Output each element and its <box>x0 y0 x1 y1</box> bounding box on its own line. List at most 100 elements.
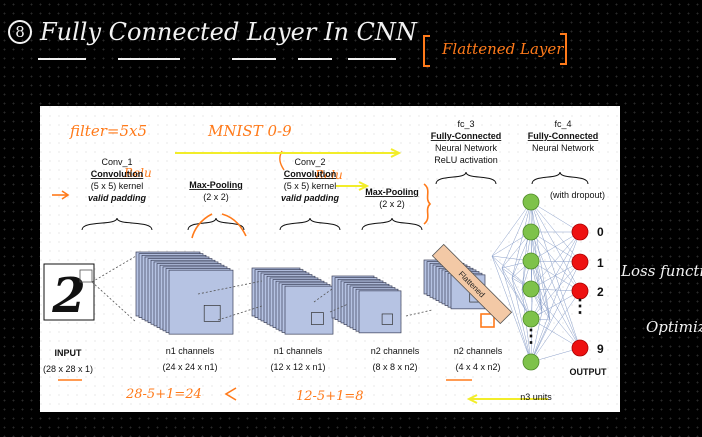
relu-note-1: Relu <box>123 166 152 180</box>
conv1-padding: valid padding <box>88 193 147 203</box>
hidden-node <box>522 353 540 371</box>
flattened-layer-note: Flattened Layer <box>420 30 570 72</box>
fc4-line1: Neural Network <box>532 143 595 153</box>
connection-line <box>197 280 263 295</box>
fc-edge <box>530 201 581 233</box>
fc-edge <box>530 290 581 320</box>
hidden-layer <box>522 193 540 371</box>
feature-map <box>358 290 402 334</box>
conv2-name: Conv_2 <box>294 157 325 167</box>
conv1-name: Conv_1 <box>101 157 132 167</box>
flattened-layer-text: Flattened Layer <box>442 40 564 58</box>
highlight-arrowhead <box>358 181 370 191</box>
output-label-0: 0 <box>597 225 604 239</box>
fc-edge <box>530 288 581 349</box>
fc3-line1: Neural Network <box>435 143 498 153</box>
output-node <box>571 223 589 241</box>
filter-size-note: filter=5x5 <box>69 122 147 140</box>
fc4-name: fc_4 <box>554 119 571 129</box>
receptive-field <box>79 269 93 283</box>
conv2-size-calc: 12-5+1=8 <box>296 389 364 404</box>
loss-function-note: Loss function <box>621 262 702 280</box>
output-label-1: 1 <box>597 256 604 270</box>
fc-edge <box>530 347 581 363</box>
brace <box>531 171 589 185</box>
fc-edge <box>491 255 532 290</box>
highlight-arrowhead <box>466 394 478 404</box>
title-text: Fully Connected Layer In CNN <box>40 18 417 46</box>
conv1-channels: n1 channels <box>166 346 215 356</box>
kernel-window <box>381 313 393 325</box>
kernel-window <box>203 305 221 322</box>
pool1-output-size: (12 x 12 x n1) <box>270 362 325 372</box>
pool2-size: (2 x 2) <box>379 199 405 209</box>
output-label-9: 9 <box>597 342 604 356</box>
fc3-line2: ReLU activation <box>434 155 498 165</box>
brace <box>279 217 341 231</box>
conv2-channels: n2 channels <box>371 346 420 356</box>
conv1-kernel: (5 x 5) kernel <box>91 181 144 191</box>
connection-line <box>91 255 137 283</box>
pool1-size: (2 x 2) <box>203 192 229 202</box>
pool-arrow <box>191 213 213 239</box>
optimizer-note: Optimizer <box>646 318 702 336</box>
conv2-kernel: (5 x 5) kernel <box>284 181 337 191</box>
brace <box>361 217 423 231</box>
hidden-node <box>522 223 540 241</box>
mnist-note: MNIST 0-9 <box>207 122 292 140</box>
fc3-name: fc_3 <box>457 119 474 129</box>
fc-edge <box>491 255 532 363</box>
fc-edge <box>530 231 581 320</box>
relu-note-2: Relu <box>314 168 343 182</box>
kernel-pointer-arrowhead <box>61 190 70 200</box>
conv1-size-calc: 28-5+1=24 <box>125 387 202 402</box>
output-title: OUTPUT <box>570 367 608 377</box>
fc-edge <box>530 311 543 363</box>
hidden-node <box>522 252 540 270</box>
pool1-feature-maps <box>251 267 334 335</box>
section-number: 8 <box>8 20 32 44</box>
cnn-diagram: filter=5x5 MNIST 0-9 Relu Relu Conv_1 Co… <box>40 106 620 412</box>
output-ellipsis: ⋮ <box>571 296 589 316</box>
output-node <box>571 339 589 357</box>
fc-edge <box>530 290 581 363</box>
input-digit: 2 <box>51 268 85 324</box>
orange-brace <box>423 183 432 225</box>
fc-edge <box>511 201 532 279</box>
title-underline <box>38 58 86 60</box>
hidden-ellipsis: ⋮ <box>522 326 540 346</box>
input-label: INPUT <box>55 348 83 358</box>
output-label-2: 2 <box>597 285 604 299</box>
pool-arrow <box>221 213 247 237</box>
fc-edge <box>530 231 581 262</box>
feature-map <box>168 269 234 335</box>
brace <box>435 171 497 185</box>
fc-edge <box>521 201 532 291</box>
conv2-feature-maps <box>331 275 402 334</box>
connection-line <box>91 281 137 323</box>
fc-edge <box>491 201 532 257</box>
fc-edge <box>530 261 581 320</box>
page-title: 8 Fully Connected Layer In CNN <box>8 18 417 46</box>
fc-edge <box>530 231 581 363</box>
fc-edge <box>501 201 532 269</box>
hidden-node <box>522 310 540 328</box>
pool2-name: Max-Pooling <box>365 187 419 197</box>
fc4-type: Fully-Connected <box>528 131 599 141</box>
fc4-dropout: (with dropout) <box>550 190 605 200</box>
title-underline <box>348 58 396 60</box>
fc-edge <box>501 267 532 363</box>
input-image-frame <box>43 263 95 321</box>
hidden-node <box>522 193 540 211</box>
highlight-box <box>480 313 495 328</box>
fc-edge <box>530 261 581 363</box>
hidden-node <box>522 280 540 298</box>
brace <box>81 217 153 231</box>
fc-edge <box>530 231 551 321</box>
fc-edge <box>530 231 581 290</box>
conv1-type: Convolution <box>91 169 144 179</box>
connection-line <box>329 303 349 313</box>
title-underline <box>232 58 276 60</box>
input-size: (28 x 28 x 1) <box>43 364 93 374</box>
fc3-type: Fully-Connected <box>431 131 502 141</box>
